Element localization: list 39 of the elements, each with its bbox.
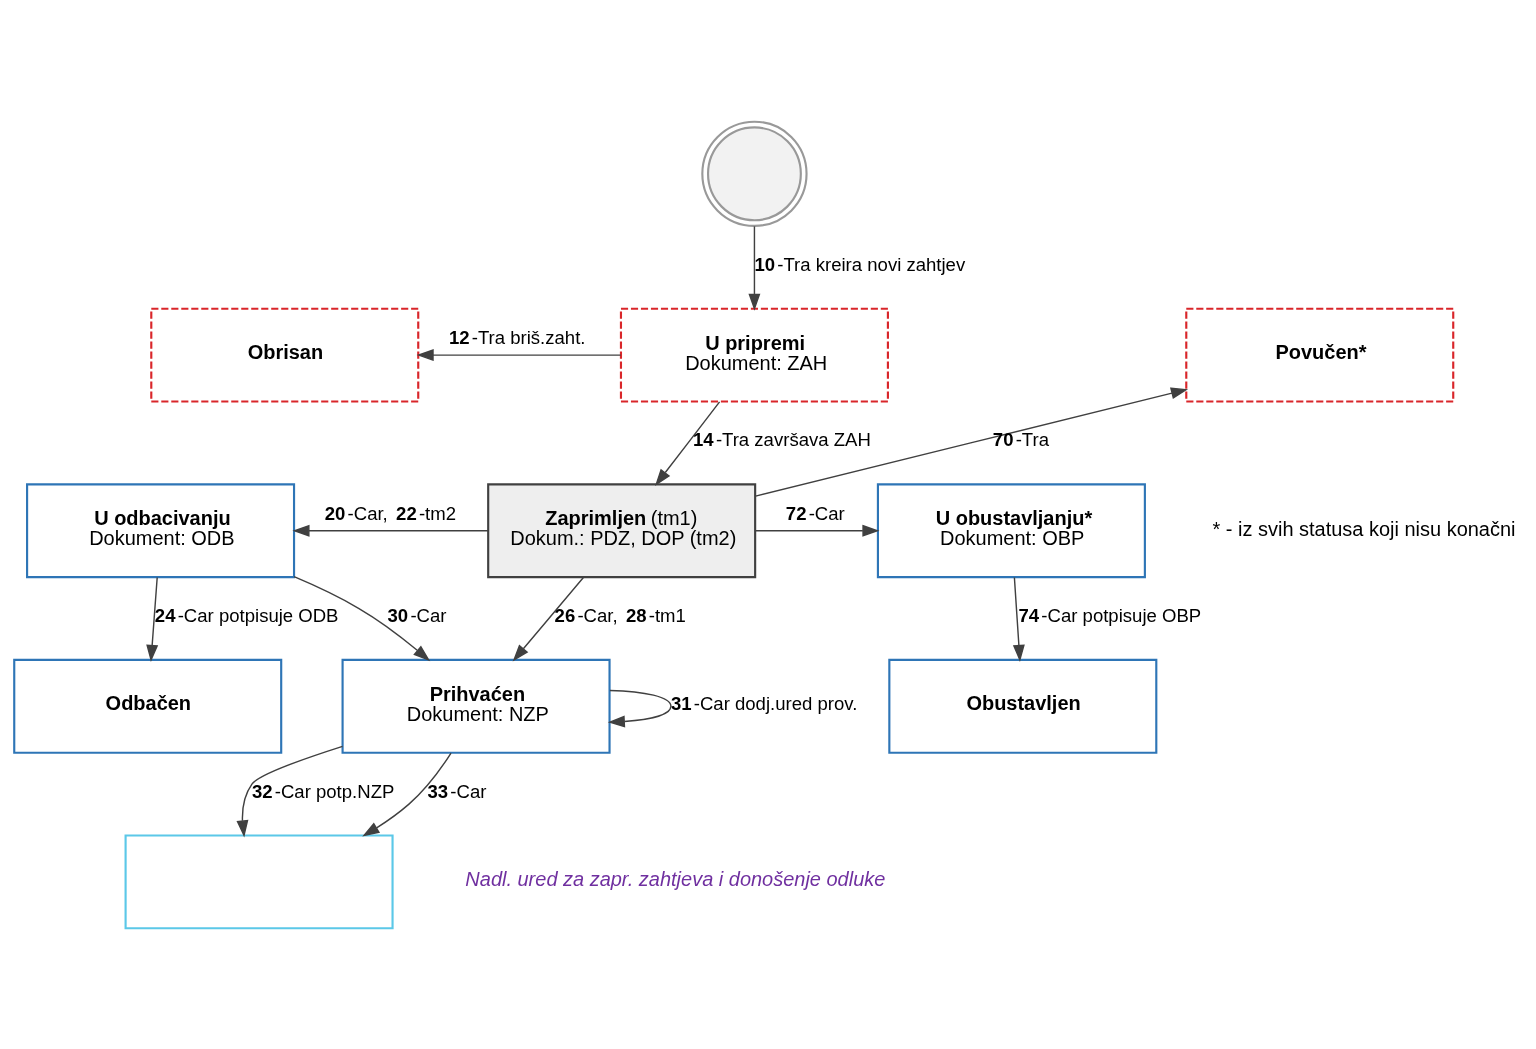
label: Nadl. ured za zapr. zahtjeva i donošenje odluke — [465, 867, 886, 890]
node-box: Zaprimljen (tm1) Dokum.: PDZ, DOP (tm2) — [487, 482, 757, 578]
arrow — [146, 576, 159, 662]
node-box: Povučen* — [1185, 307, 1455, 403]
arrow — [754, 386, 1189, 497]
edge-label: 24-Car potpisuje ODB — [154, 604, 339, 626]
node-box: U obustavljanju* Dokument: OBP — [876, 482, 1146, 578]
edge-label: 70-Tra — [992, 428, 1049, 450]
node-box: Odbačen — [13, 658, 283, 754]
edge-label: 20-Car, 22-tm2 — [324, 502, 457, 524]
edge-label: 72-Car — [785, 502, 845, 524]
edge-label: 14-Tra završava ZAH — [693, 428, 871, 450]
node-box: U pripremi Dokument: ZAH — [619, 307, 889, 403]
edge-label: 12-Tra briš.zaht. — [448, 326, 586, 348]
edge-label: 33-Car — [427, 780, 487, 802]
edge-label: 32-Car potp.NZP — [251, 780, 395, 802]
arrow — [655, 400, 721, 486]
arrow — [293, 575, 431, 661]
node-box: Prihvaćen Dokument: NZP — [341, 658, 611, 754]
arrow — [754, 524, 880, 537]
edge-label: 31-Car dodj.ured prov. — [670, 692, 858, 714]
node-box: U odbacivanju Dokument: ODB — [26, 482, 296, 578]
node-box: Obrisan — [150, 307, 420, 403]
arrow — [236, 745, 344, 838]
arrow — [512, 576, 585, 661]
node-circle — [701, 120, 808, 227]
edge-label: 26-Car, 28-tm1 — [554, 604, 686, 626]
edge-label: 10-Tra kreira novi zahtjev — [754, 253, 966, 275]
arrow — [416, 348, 622, 361]
edge-label: 30-Car — [387, 604, 447, 626]
edge-label: 74-Car potpisuje OBP — [1018, 604, 1202, 626]
arrow — [362, 751, 452, 837]
arrow — [607, 689, 672, 727]
node-box — [124, 833, 394, 929]
label: * - iz svih statusa koji nisu konačni — [1212, 517, 1516, 540]
arrow — [292, 524, 489, 537]
arrow — [748, 225, 761, 311]
node-box: Obustavljen — [888, 658, 1158, 754]
arrow — [1012, 576, 1025, 662]
